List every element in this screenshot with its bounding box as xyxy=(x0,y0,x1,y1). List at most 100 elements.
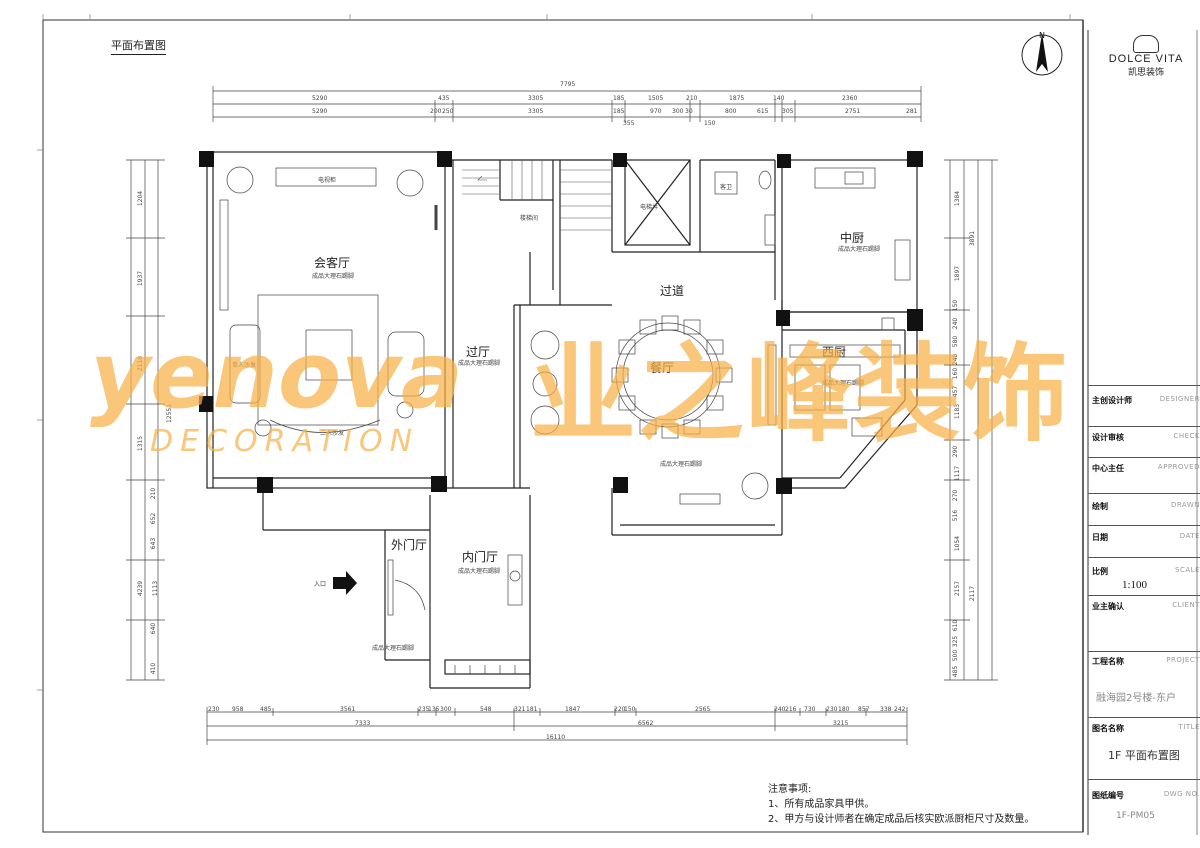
dim-top2-7: 970 xyxy=(650,108,662,115)
walls xyxy=(206,151,918,689)
dim-bot-16: 216 xyxy=(785,706,797,713)
label-elevator: 电梯井 xyxy=(640,204,659,211)
designer-label: 主创设计师 xyxy=(1092,396,1132,405)
dim-top-total: 7795 xyxy=(560,81,576,88)
company-logo: DOLCE VITA 凯思装饰 xyxy=(1094,35,1198,83)
dim-top2-13: 305 xyxy=(782,108,794,115)
room-inner-foyer-note: 成品大理石踢脚 xyxy=(458,568,501,575)
dim-bot-4: 3561 xyxy=(340,706,356,713)
dim-top-6: 210 xyxy=(686,95,698,102)
room-kitchen-west: 西厨 xyxy=(822,345,847,359)
dim-right-12: 270 xyxy=(952,489,960,502)
dining-table[interactable] xyxy=(530,315,777,505)
approved-en: APPROVED xyxy=(1157,463,1200,471)
dim-left-10: 410 xyxy=(150,662,158,675)
title-block-frame xyxy=(1087,30,1198,835)
label-sofa-single: 单人沙发 xyxy=(232,362,257,369)
label-stair: 楼梯间 xyxy=(520,215,539,222)
bottom-dimensions xyxy=(206,707,908,745)
dim-right-16: 610 xyxy=(952,619,960,632)
dim-top2-8: 300 xyxy=(672,108,684,115)
dim-top2-14: 2751 xyxy=(845,108,861,115)
client-label: 业主确认 xyxy=(1092,602,1124,611)
dim-bot-22: 242 xyxy=(894,706,906,713)
approved-label: 中心主任 xyxy=(1092,464,1124,473)
date-en: DATE xyxy=(1179,532,1200,540)
dim-top-3: 3305 xyxy=(528,95,544,102)
north-arrow-icon xyxy=(1021,33,1063,76)
title-block: DOLCE VITA 凯思装饰 主创设计师 DESIGNER 设计审核 CHEC… xyxy=(1088,35,1200,835)
kitchen-fixtures[interactable] xyxy=(714,167,911,437)
dim-right-18: 500 xyxy=(952,649,960,662)
date-label: 日期 xyxy=(1092,533,1108,542)
sheet-border xyxy=(42,19,1084,833)
living-room-furniture[interactable] xyxy=(219,166,438,437)
dim-left-1: 1204 xyxy=(137,190,145,207)
notes-block: 注意事项: 1、所有成品家具甲供。 2、甲方与设计师者在确定成品后核实欧派厨柜尺… xyxy=(768,782,1034,827)
entrance-arrow-icon xyxy=(333,571,357,595)
dim-right-13: 516 xyxy=(952,509,960,522)
dim-right-6: 240 xyxy=(952,353,960,366)
notes-item-2: 2、甲方与设计师者在确定成品后核实欧派厨柜尺寸及数量。 xyxy=(768,814,1035,825)
foyer-fixtures[interactable] xyxy=(387,554,523,674)
dim-bot-9: 321 xyxy=(514,706,526,713)
dim-right-3: 150 xyxy=(952,299,960,312)
dim-bot-8: 548 xyxy=(480,706,492,713)
dim-top2-1: 5290 xyxy=(312,108,328,115)
dim-top-9: 2360 xyxy=(842,95,858,102)
dim-left-2: 1937 xyxy=(137,270,145,287)
dim-left-9: 640 xyxy=(150,622,158,635)
project-label: 工程名称 xyxy=(1092,657,1124,666)
dim-top2-10: 150 xyxy=(704,120,716,127)
dim-bot2-3: 3215 xyxy=(833,720,849,727)
drawing-value: 1F 平面布置图 xyxy=(1108,749,1180,762)
room-dining-note: 成品大理石踢脚 xyxy=(660,461,703,468)
dim-top-5: 1505 xyxy=(648,95,664,102)
dim-top2-5: 185 xyxy=(613,108,625,115)
dim-bot-10: 181 xyxy=(526,706,538,713)
dim-right-20: 3891 xyxy=(969,230,977,247)
dim-bot-21: 338 xyxy=(880,706,892,713)
dim-bot-12: 220 xyxy=(614,706,626,713)
dim-bot-19: 180 xyxy=(838,706,850,713)
room-corridor: 过道 xyxy=(660,284,685,298)
project-value: 融海园2号楼-东户 xyxy=(1096,693,1176,704)
dim-left-6: 652 xyxy=(150,512,158,525)
dim-right-15: 2157 xyxy=(954,580,962,597)
dim-bot-2: 958 xyxy=(232,706,244,713)
dim-left-5: 210 xyxy=(150,487,158,500)
room-living: 会客厅 xyxy=(314,256,351,270)
logo-text: DOLCE VITA xyxy=(1108,53,1184,65)
dim-right-10: 290 xyxy=(952,445,960,458)
client-en: CLIENT xyxy=(1172,601,1200,609)
notes-heading: 注意事项: xyxy=(768,784,812,795)
dim-bot-15: 240 xyxy=(774,706,786,713)
check-label: 设计审核 xyxy=(1092,433,1124,442)
dim-right-8: 457 xyxy=(952,385,960,398)
notes-item-1: 1、所有成品家具甲供。 xyxy=(768,799,875,810)
dim-right-11: 1117 xyxy=(954,465,962,482)
drawing-title: 平面布置图 xyxy=(111,37,166,55)
project-en: PROJECT xyxy=(1166,656,1200,664)
room-inner-foyer: 内门厅 xyxy=(462,550,499,564)
dim-right-5: 580 xyxy=(952,335,960,348)
number-label: 图纸编号 xyxy=(1092,791,1124,800)
dim-right-17: 325 xyxy=(952,635,960,648)
dim-top2-6: 355 xyxy=(623,120,635,127)
drawn-label: 绘制 xyxy=(1092,502,1108,511)
drawn-en: DRAWN xyxy=(1170,501,1200,509)
dim-left-8: 1113 xyxy=(152,580,160,597)
label-guest-wc: 客卫 xyxy=(720,184,733,191)
dim-top-4: 185 xyxy=(613,95,625,102)
number-en: DWG NO. xyxy=(1163,790,1200,798)
structural-columns[interactable] xyxy=(199,151,923,494)
dim-right-7: 160 xyxy=(952,367,960,380)
dim-left-12: 12551 xyxy=(166,403,174,424)
staircase xyxy=(462,160,612,231)
room-hall: 过厅 xyxy=(466,345,491,359)
room-living-note: 成品大理石踢脚 xyxy=(312,273,355,280)
top-dimensions xyxy=(212,86,922,122)
logo-emblem-icon xyxy=(1133,35,1159,53)
dim-left-3: 2118 xyxy=(137,355,145,372)
scale-label: 比例 xyxy=(1092,567,1108,576)
